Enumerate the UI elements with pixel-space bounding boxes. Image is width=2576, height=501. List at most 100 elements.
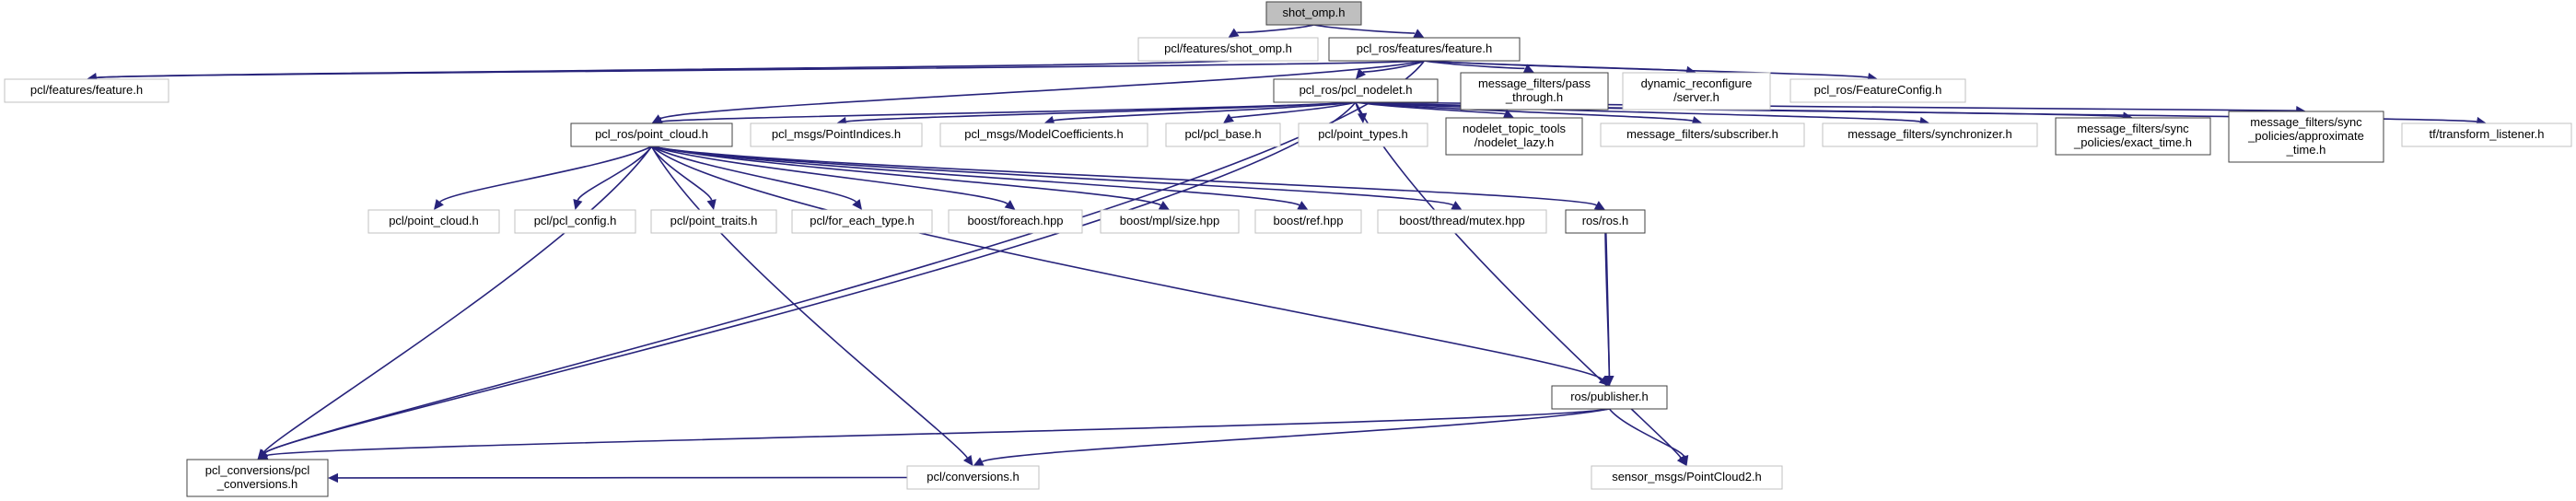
graph-node-box[interactable] <box>2055 117 2211 156</box>
graph-node[interactable]: pcl/pcl_base.h <box>1165 122 1281 147</box>
graph-node[interactable]: dynamic_reconfigure/server.h <box>1622 72 1771 111</box>
graph-node[interactable]: sensor_msgs/PointCloud2.h <box>1591 465 1783 490</box>
graph-node-box[interactable] <box>1789 78 1966 103</box>
graph-node-box[interactable] <box>1273 78 1439 103</box>
graph-node[interactable]: pcl_msgs/PointIndices.h <box>750 122 923 147</box>
graph-edge <box>1355 101 1682 459</box>
graph-node[interactable]: message_filters/sync_policies/exact_time… <box>2055 117 2211 156</box>
graph-node-label: message_filters/synchronizer.h <box>1847 127 2011 141</box>
graph-node[interactable]: pcl_ros/point_cloud.h <box>570 122 733 147</box>
graph-node-box[interactable] <box>2401 122 2572 147</box>
graph-node[interactable]: boost/mpl/size.hpp <box>1100 209 1240 234</box>
graph-node-label: _policies/approximate <box>2247 129 2364 143</box>
graph-node[interactable]: pcl/features/feature.h <box>4 78 169 103</box>
graph-node[interactable]: pcl/conversions.h <box>906 465 1040 490</box>
graph-node[interactable]: tf/transform_listener.h <box>2401 122 2572 147</box>
graph-node-box[interactable] <box>1460 72 1609 111</box>
graph-node-label: ros/ros.h <box>1582 214 1629 227</box>
graph-node-box[interactable] <box>186 459 329 497</box>
graph-node-box[interactable] <box>1165 122 1281 147</box>
graph-node-label: boost/mpl/size.hpp <box>1120 214 1219 227</box>
graph-edge <box>439 146 652 203</box>
graph-node-box[interactable] <box>4 78 169 103</box>
graph-node-box[interactable] <box>1100 209 1240 234</box>
graph-node-label: boost/foreach.hpp <box>967 214 1063 227</box>
graph-node-box[interactable] <box>791 209 933 234</box>
graph-node-box[interactable] <box>1254 209 1362 234</box>
graph-node[interactable]: pcl/for_each_type.h <box>791 209 933 234</box>
graph-node[interactable]: pcl_conversions/pcl_conversions.h <box>186 459 329 497</box>
graph-edge-arrowhead <box>328 472 339 484</box>
graph-node-box[interactable] <box>1822 122 2038 147</box>
graph-node-box[interactable] <box>906 465 1040 490</box>
graph-node-box[interactable] <box>570 122 733 147</box>
graph-node-box[interactable] <box>1445 117 1583 156</box>
graph-edge-arrowhead <box>1004 200 1016 210</box>
graph-node-box[interactable] <box>1328 37 1521 62</box>
graph-node[interactable]: message_filters/synchronizer.h <box>1822 122 2038 147</box>
graph-node[interactable]: shot_omp.h <box>1265 1 1362 26</box>
graph-node[interactable]: pcl_ros/pcl_nodelet.h <box>1273 78 1439 103</box>
graph-node[interactable]: pcl/pcl_config.h <box>514 209 636 234</box>
graph-node-label: pcl_conversions/pcl <box>205 463 310 477</box>
graph-node-box[interactable] <box>1565 209 1646 234</box>
graph-node-label: tf/transform_listener.h <box>2430 127 2545 141</box>
graph-node-box[interactable] <box>750 122 923 147</box>
graph-node-box[interactable] <box>1551 385 1668 410</box>
graph-edge <box>651 146 1597 206</box>
graph-node-label: pcl/point_traits.h <box>670 214 758 227</box>
graph-node[interactable]: pcl/point_types.h <box>1298 122 1428 147</box>
edge-layer <box>87 24 2487 484</box>
graph-node[interactable]: pcl/point_cloud.h <box>367 209 500 234</box>
graph-node-box[interactable] <box>1600 122 1805 147</box>
graph-edge <box>1313 24 1416 34</box>
graph-node-label: pcl_ros/features/feature.h <box>1357 41 1492 55</box>
graph-edge <box>659 60 1425 120</box>
graph-node-label: nodelet_topic_tools <box>1463 122 1567 135</box>
graph-node-box[interactable] <box>514 209 636 234</box>
graph-node-label: shot_omp.h <box>1283 6 1346 19</box>
graph-node[interactable]: message_filters/subscriber.h <box>1600 122 1805 147</box>
graph-edge <box>577 146 653 201</box>
graph-node-box[interactable] <box>939 122 1148 147</box>
graph-node-box[interactable] <box>1298 122 1428 147</box>
graph-node[interactable]: pcl/features/shot_omp.h <box>1137 37 1319 62</box>
graph-node-label: pcl_ros/FeatureConfig.h <box>1814 83 1942 97</box>
graph-node-label: pcl/point_types.h <box>1318 127 1408 141</box>
graph-node[interactable]: pcl_ros/FeatureConfig.h <box>1789 78 1966 103</box>
graph-node[interactable]: message_filters/sync_policies/approximat… <box>2228 111 2384 163</box>
graph-edge-arrowhead <box>1502 109 1514 119</box>
graph-edge <box>1355 101 1920 122</box>
graph-node-box[interactable] <box>650 209 777 234</box>
graph-node-box[interactable] <box>2228 111 2384 163</box>
graph-edge <box>263 146 653 453</box>
graph-node-box[interactable] <box>1622 72 1771 111</box>
graph-node-label: message_filters/pass <box>1478 76 1591 90</box>
graph-node-label: _through.h <box>1505 90 1563 104</box>
graph-node[interactable]: boost/ref.hpp <box>1254 209 1362 234</box>
graph-node[interactable]: boost/thread/mutex.hpp <box>1377 209 1547 234</box>
graph-node[interactable]: nodelet_topic_tools/nodelet_lazy.h <box>1445 117 1583 156</box>
graph-node-label: pcl/features/shot_omp.h <box>1164 41 1292 55</box>
graph-node-box[interactable] <box>1377 209 1547 234</box>
graph-node-box[interactable] <box>1137 37 1319 62</box>
graph-node-box[interactable] <box>367 209 500 234</box>
graph-node-label: dynamic_reconfigure <box>1641 76 1753 90</box>
graph-node[interactable]: pcl/point_traits.h <box>650 209 777 234</box>
graph-edge-arrowhead <box>962 455 973 466</box>
graph-node-box[interactable] <box>1265 1 1362 26</box>
graph-node-box[interactable] <box>948 209 1083 234</box>
graph-node[interactable]: ros/ros.h <box>1565 209 1646 234</box>
graph-node[interactable]: pcl_msgs/ModelCoefficients.h <box>939 122 1148 147</box>
graph-node-label: /server.h <box>1673 90 1719 104</box>
graph-node-label: message_filters/sync <box>2250 115 2362 129</box>
graph-node-label: sensor_msgs/PointCloud2.h <box>1612 470 1762 484</box>
graph-node-label: pcl/conversions.h <box>927 470 1019 484</box>
graph-node[interactable]: message_filters/pass_through.h <box>1460 72 1609 111</box>
graph-edge-arrowhead <box>973 457 985 466</box>
graph-node[interactable]: pcl_ros/features/feature.h <box>1328 37 1521 62</box>
graph-node[interactable]: boost/foreach.hpp <box>948 209 1083 234</box>
graph-node[interactable]: ros/publisher.h <box>1551 385 1668 410</box>
graph-node-box[interactable] <box>1591 465 1783 490</box>
